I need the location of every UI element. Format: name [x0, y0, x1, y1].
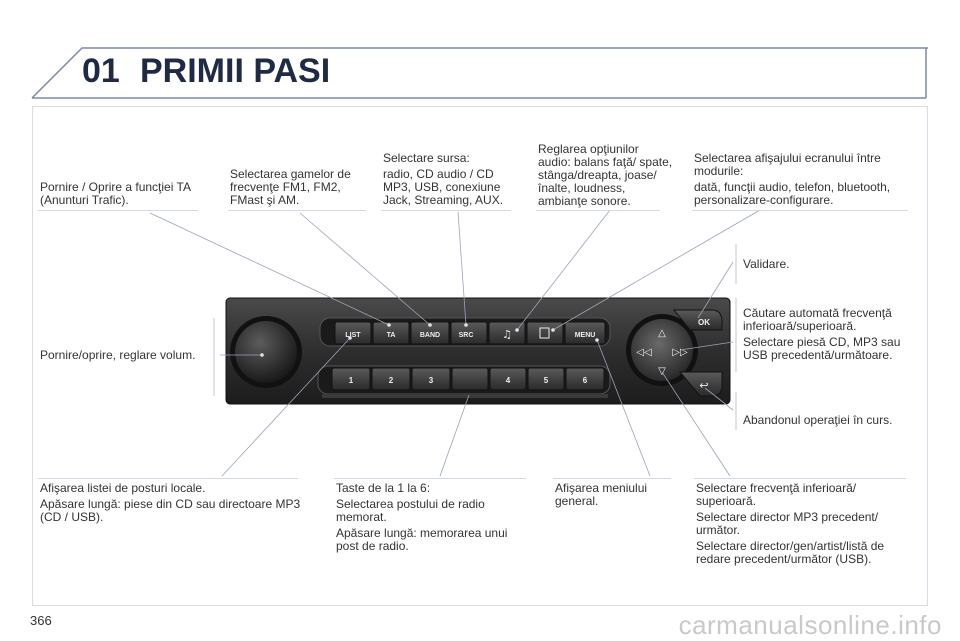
audio-settings-button[interactable]: ♫ — [488, 321, 526, 345]
preset-1-label: 1 — [349, 376, 354, 385]
note-presets-text-3: Apăsare lungă: memorarea unui post de ra… — [336, 526, 508, 553]
chapter-header — [30, 40, 930, 100]
note-list-text-2: Apăsare lungă: piese din CD sau directoa… — [40, 497, 301, 524]
preset-2-button[interactable]: 2 — [371, 367, 411, 391]
src-button-label: SRC — [459, 332, 474, 339]
note-menu: Afişarea meniului general. — [555, 482, 673, 511]
divider — [38, 210, 198, 211]
preset-3-button[interactable]: 3 — [411, 367, 451, 391]
note-back-text: Abandonul operaţiei în curs. — [743, 413, 893, 427]
note-audio-text: Reglarea opţiunilor audio: balans faţă/ … — [538, 142, 673, 208]
note-back: Abandonul operaţiei în curs. — [743, 414, 923, 430]
list-button-label: LIST — [345, 332, 361, 339]
preset-6-button[interactable]: 6 — [565, 367, 605, 391]
note-band-text: Selectarea gamelor de frecvenţe FM1, FM2… — [230, 167, 351, 207]
preset-1-button[interactable]: 1 — [331, 367, 371, 391]
divider — [692, 210, 908, 211]
divider — [381, 210, 511, 211]
note-ok-text: Validare. — [743, 257, 790, 271]
note-power: Pornire/oprire, reglare volum. — [40, 349, 215, 365]
preset-5-label: 5 — [544, 376, 549, 385]
band-button-label: BAND — [420, 332, 440, 339]
src-button[interactable]: SRC — [450, 321, 488, 345]
watermark: carmanualsonline.info — [678, 610, 942, 640]
preset-2-label: 2 — [389, 376, 394, 385]
note-presets: Taste de la 1 la 6: Selectarea postului … — [336, 482, 531, 556]
note-updown: Selectare frecvenţă inferioară/ superioa… — [696, 482, 911, 569]
note-search-text-2: Selectare piesă CD, MP3 sau USB preceden… — [743, 335, 901, 362]
note-presets-text-1: Taste de la 1 la 6: — [336, 481, 431, 495]
note-source-text: radio, CD audio / CD MP3, USB, conexiune… — [383, 167, 504, 207]
note-menu-text: Afişarea meniului general. — [555, 481, 648, 508]
note-search: Căutare automată frecvenţă inferioară/su… — [743, 307, 918, 365]
preset-4-button[interactable]: 4 — [489, 367, 527, 391]
preset-blank-button[interactable] — [451, 367, 489, 391]
chapter-number: 01 — [82, 52, 120, 90]
note-power-text: Pornire/oprire, reglare volum. — [40, 348, 196, 362]
down-arrow-icon[interactable]: ▽ — [658, 366, 666, 377]
note-search-text-1: Căutare automată frecvenţă inferioară/su… — [743, 306, 892, 333]
note-audio: Reglarea opţiunilor audio: balans faţă/ … — [538, 143, 673, 211]
page-number: 366 — [30, 613, 52, 628]
note-source-title: Selectare sursa: — [383, 151, 470, 165]
note-updown-text-2: Selectare director MP3 precedent/ următo… — [696, 510, 879, 537]
note-display: Selectarea afişajului ecranului între mo… — [694, 152, 914, 210]
seek-forward-icon[interactable]: ▷▷ — [672, 347, 688, 358]
preset-5-button[interactable]: 5 — [527, 367, 565, 391]
content-frame — [32, 106, 928, 606]
up-arrow-icon[interactable]: △ — [658, 328, 666, 339]
preset-6-label: 6 — [583, 376, 588, 385]
note-ok: Validare. — [743, 258, 923, 274]
note-list: Afişarea listei de posturi locale. Apăsa… — [40, 482, 305, 527]
note-list-text-1: Afişarea listei de posturi locale. — [40, 481, 206, 495]
note-band: Selectarea gamelor de frecvenţe FM1, FM2… — [230, 168, 370, 210]
divider — [228, 210, 366, 211]
note-presets-text-2: Selectarea postului de radio memorat. — [336, 497, 485, 524]
divider — [536, 210, 660, 211]
divider — [694, 478, 906, 479]
divider — [38, 478, 298, 479]
music-note-icon: ♫ — [502, 328, 512, 341]
note-display-text: dată, funcţii audio, telefon, bluetooth,… — [694, 180, 891, 207]
preset-4-label: 4 — [506, 376, 511, 385]
ta-button-label: TA — [387, 332, 396, 339]
note-source: Selectare sursa: radio, CD audio / CD MP… — [383, 152, 513, 210]
note-ta-text: Pornire / Oprire a funcţiei TA (Anunturi… — [40, 180, 191, 207]
note-updown-text-1: Selectare frecvenţă inferioară/ superioa… — [696, 481, 857, 508]
header-tab-shape — [31, 47, 928, 99]
note-display-title: Selectarea afişajului ecranului între mo… — [694, 151, 881, 178]
preset-3-label: 3 — [429, 376, 434, 385]
menu-button-label: MENU — [575, 332, 596, 339]
page-title: PRIMII PASI — [140, 52, 331, 90]
note-ta: Pornire / Oprire a funcţiei TA (Anunturi… — [40, 181, 210, 210]
divider — [553, 478, 671, 479]
note-updown-text-3: Selectare director/gen/artist/listă de r… — [696, 539, 885, 566]
divider — [334, 478, 526, 479]
